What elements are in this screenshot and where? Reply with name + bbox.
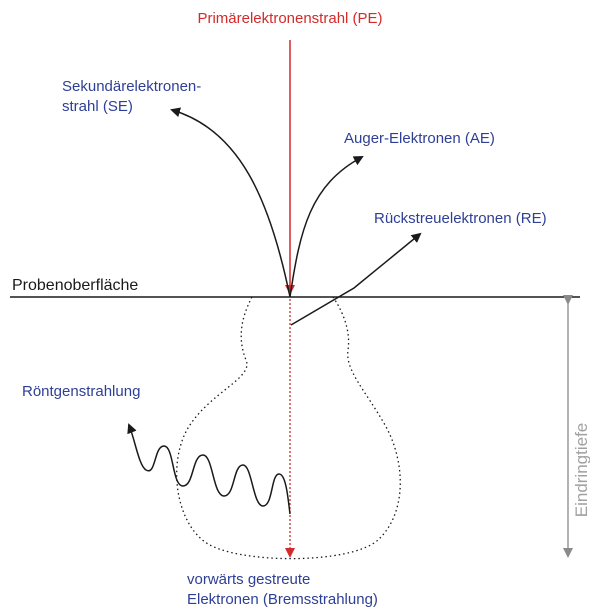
secondary-electron-arrow — [172, 110, 290, 297]
interaction-volume-outline — [177, 297, 401, 559]
secondary-electron-label-line2: strahl (SE) — [62, 98, 133, 115]
sample-surface-label: Probenoberfläche — [12, 277, 138, 294]
auger-electron-arrow — [290, 157, 362, 297]
backscatter-electron-label: Rückstreuelektronen (RE) — [374, 210, 547, 227]
auger-electron-label: Auger-Elektronen (AE) — [344, 130, 495, 147]
secondary-electron-label-line1: Sekundärelektronen- — [62, 78, 201, 95]
xray-wave-arrow — [129, 425, 290, 514]
forward-scatter-label-line1: vorwärts gestreute — [187, 571, 310, 588]
xray-label: Röntgenstrahlung — [22, 383, 140, 400]
penetration-depth-label: Eindringtiefe — [572, 423, 590, 518]
backscatter-electron-arrow — [291, 234, 420, 325]
forward-scatter-label-line2: Elektronen (Bremsstrahlung) — [187, 591, 378, 608]
primary-beam-label: Primärelektronenstrahl (PE) — [197, 10, 382, 27]
